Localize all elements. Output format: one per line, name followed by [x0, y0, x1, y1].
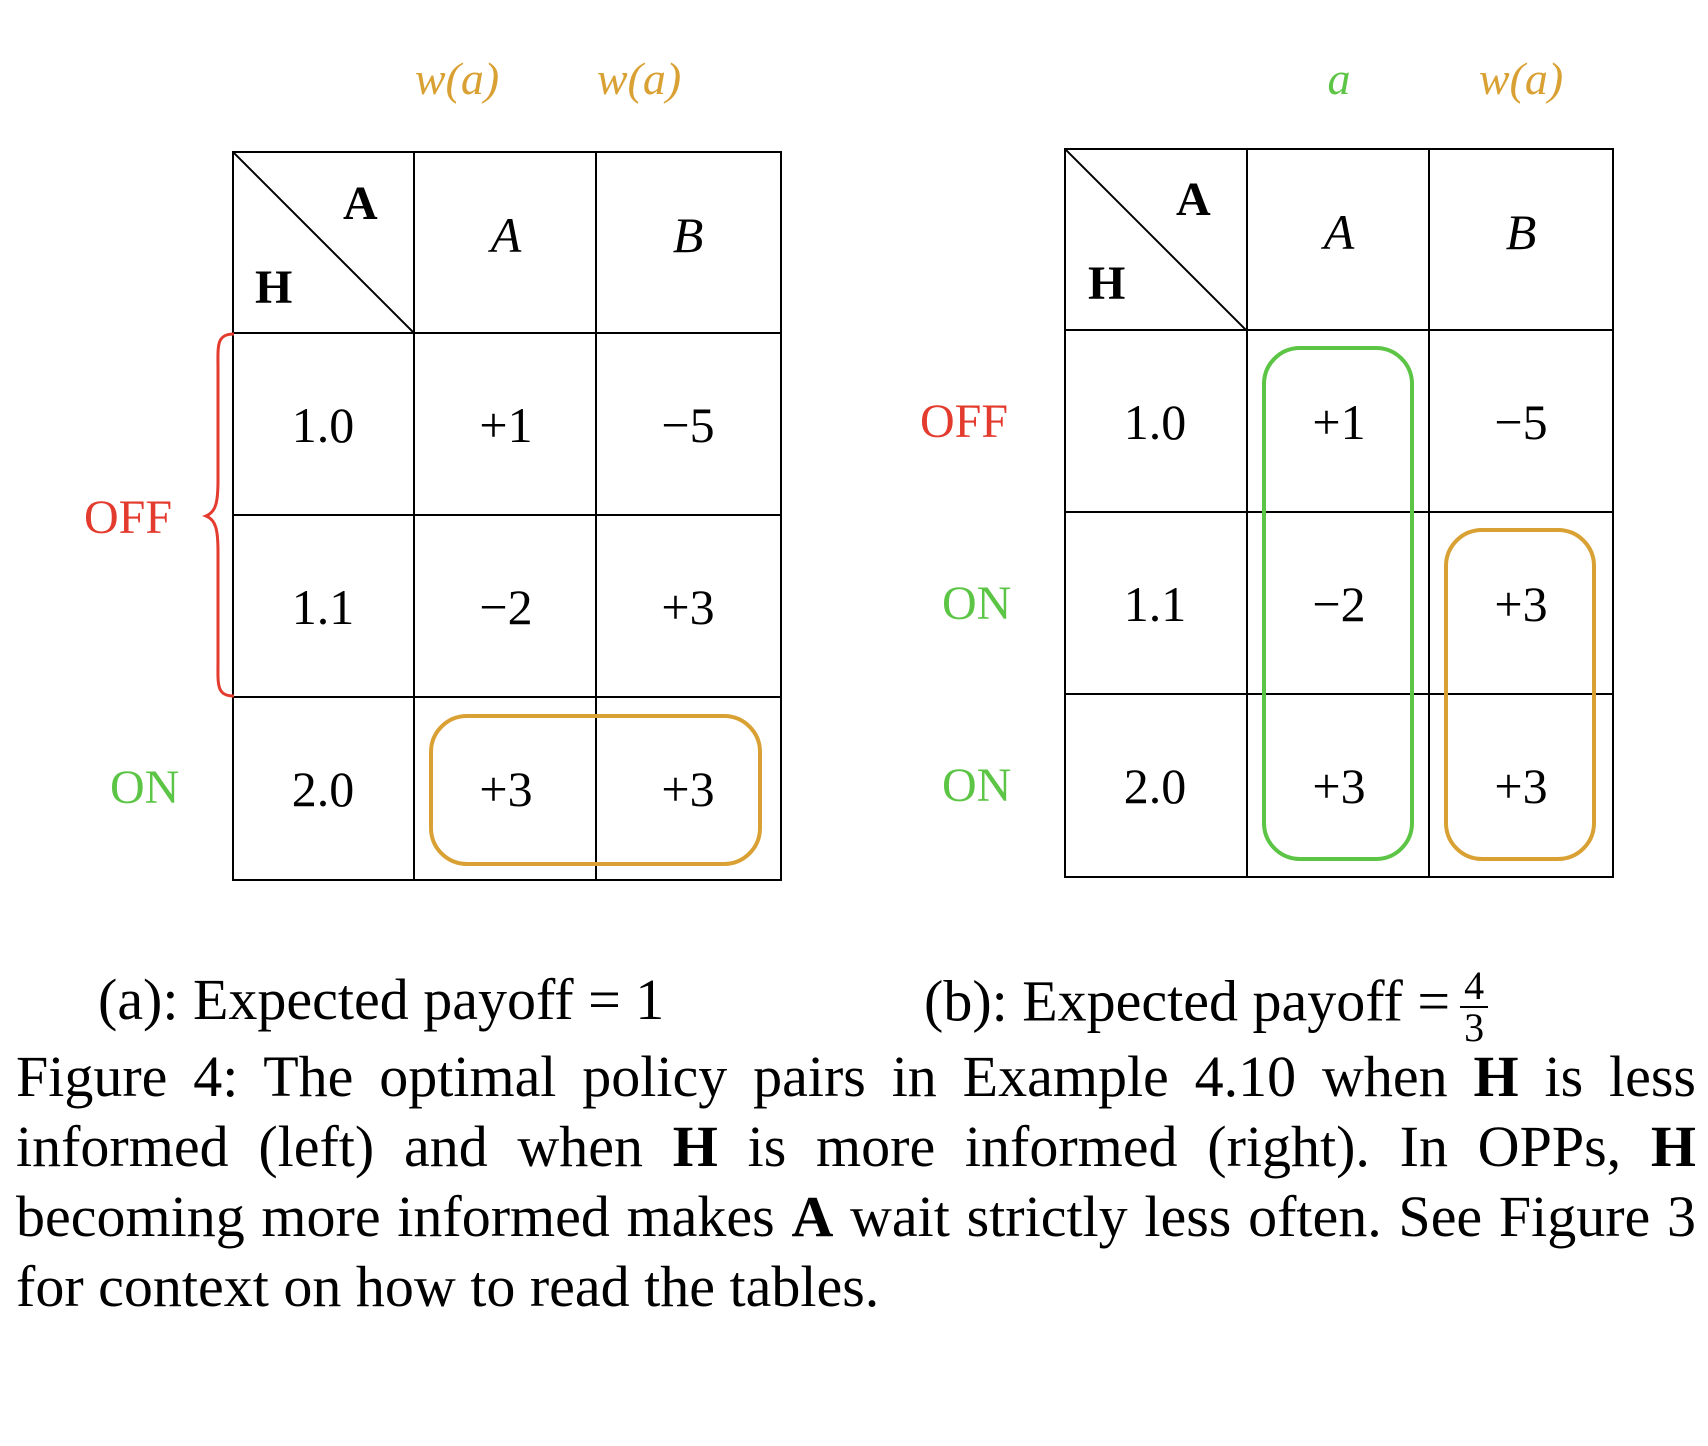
row3-a-value: +3	[1312, 758, 1366, 814]
highlight-act-column	[1262, 346, 1414, 861]
row3-h-value: 2.0	[291, 761, 355, 817]
subcaption-b-text: (b): Expected payoff =	[924, 968, 1451, 1034]
row2-h-value: 1.1	[1123, 576, 1187, 632]
row3-h-value: 2.0	[1123, 758, 1187, 814]
brace-label-off: OFF	[84, 491, 173, 544]
row2-a-value: −2	[479, 579, 533, 635]
subcaption-a: (a): Expected payoff = 1	[98, 967, 665, 1032]
row3-label: ON	[110, 761, 180, 814]
caption-text: is more informed (right). In OPPs,	[717, 1114, 1651, 1179]
caption-bold-a: A	[791, 1184, 834, 1249]
highlight-wait-row	[429, 714, 762, 866]
payoff-table-a	[232, 151, 782, 881]
row1-b-value: −5	[661, 397, 715, 453]
grid-line	[232, 696, 782, 698]
fraction-denominator: 3	[1464, 1005, 1485, 1050]
row1-h-value: 1.0	[291, 397, 355, 453]
grid-line	[1064, 329, 1614, 331]
corner-label-human: H	[1088, 257, 1126, 310]
grid-line	[1246, 148, 1248, 878]
corner-label-agent: A	[343, 177, 378, 230]
row2-a-value: −2	[1312, 576, 1366, 632]
row1-label: OFF	[920, 395, 1009, 448]
grid-line	[232, 514, 782, 516]
col-label-a: w(a)	[414, 53, 500, 104]
header-action-a: A	[490, 207, 522, 263]
row2-h-value: 1.1	[291, 579, 355, 635]
row3-a-value: +3	[479, 761, 533, 817]
header-action-a: A	[1323, 204, 1355, 260]
row3-label: ON	[942, 759, 1012, 812]
row1-a-value: +1	[479, 397, 533, 453]
corner-label-human: H	[255, 261, 293, 314]
header-action-b: B	[672, 207, 704, 263]
off-brace	[201, 332, 235, 698]
corner-label-agent: A	[1176, 173, 1211, 226]
grid-line	[1064, 693, 1614, 695]
grid-line	[413, 151, 415, 881]
caption-text: wait strictly less often. See Figure 3 f…	[16, 1184, 1696, 1319]
row1-a-value: +1	[1312, 394, 1366, 450]
col-label-a: a	[1327, 53, 1351, 104]
grid-line	[1428, 148, 1430, 878]
row1-b-value: −5	[1494, 394, 1548, 450]
caption-text: Figure 4: The optimal policy pairs in Ex…	[16, 1044, 1474, 1109]
col-label-b: w(a)	[596, 53, 682, 104]
highlight-wait-column	[1444, 528, 1596, 861]
fraction-numerator: 4	[1460, 966, 1489, 1008]
row2-b-value: +3	[661, 579, 715, 635]
caption-bold-h: H	[1473, 1044, 1519, 1109]
grid-line	[1064, 511, 1614, 513]
payoff-table-b	[1064, 148, 1614, 878]
row3-b-value: +3	[1494, 758, 1548, 814]
caption-text: is less informed (left) and when	[16, 1044, 1696, 1179]
caption-text: becoming more informed makes	[16, 1184, 792, 1249]
grid-line	[232, 332, 782, 334]
caption-bold-h: H	[672, 1114, 718, 1179]
header-action-b: B	[1505, 204, 1537, 260]
row3-b-value: +3	[661, 761, 715, 817]
corner-diagonal	[232, 151, 415, 334]
caption-bold-h: H	[1650, 1114, 1696, 1179]
col-label-b: w(a)	[1478, 53, 1564, 104]
row2-b-value: +3	[1494, 576, 1548, 632]
corner-diagonal	[1064, 148, 1247, 331]
row2-label: ON	[942, 577, 1012, 630]
figure-caption: Figure 4: The optimal policy pairs in Ex…	[16, 1042, 1696, 1322]
row1-h-value: 1.0	[1123, 394, 1187, 450]
grid-line	[595, 151, 597, 881]
